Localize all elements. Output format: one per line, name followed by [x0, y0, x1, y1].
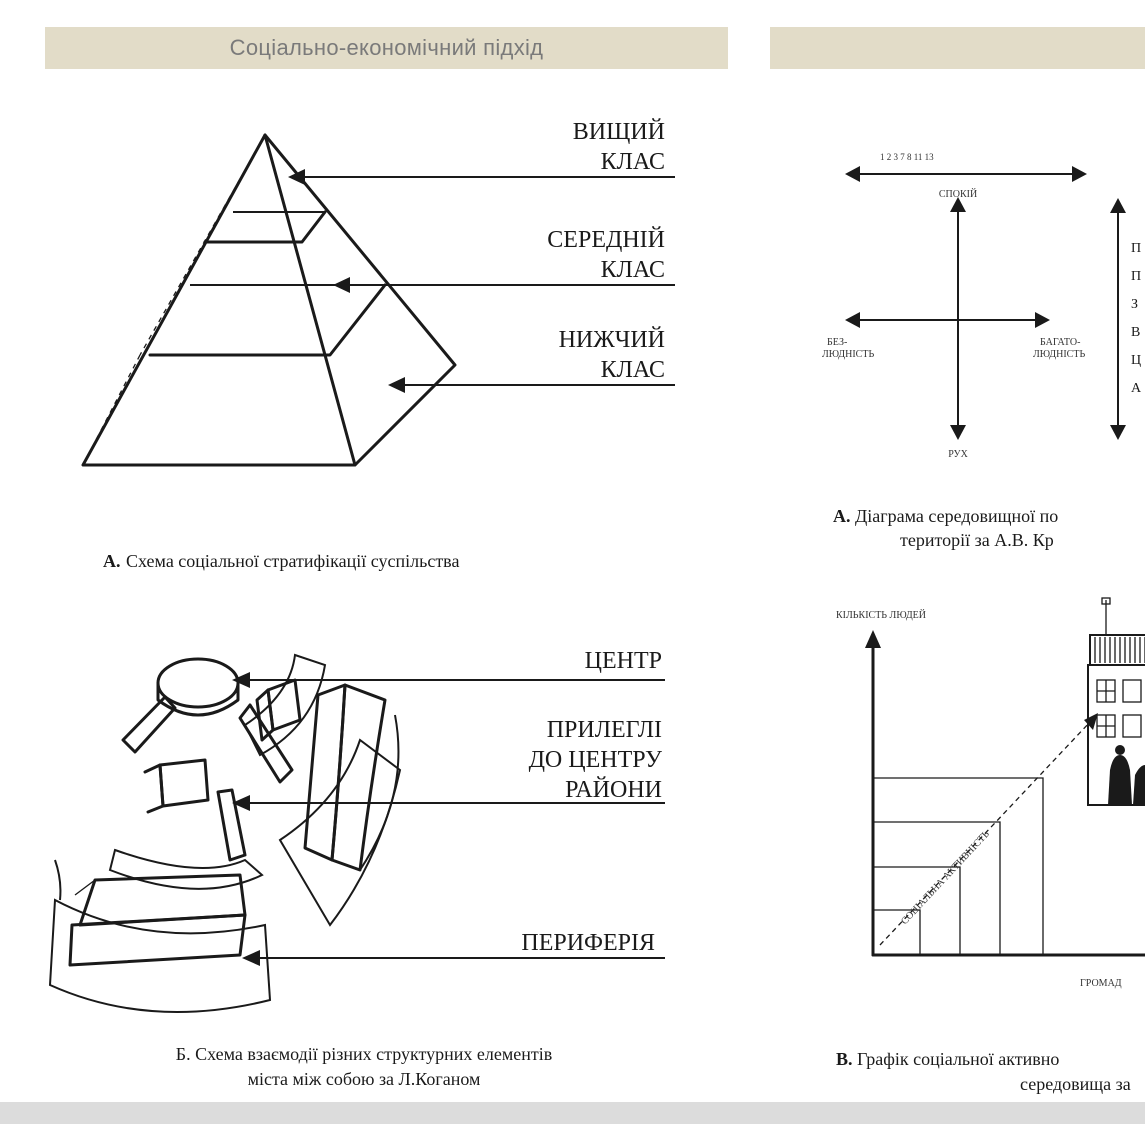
building-figure-1 [1108, 755, 1132, 805]
building-chimney-top [1101, 597, 1111, 605]
env-side-letter-2: П [1131, 269, 1141, 284]
env-caption-marker: А. [833, 506, 851, 526]
activity-step-1 [873, 909, 921, 955]
periphery-arc-edge [54, 859, 62, 901]
activity-caption-line2: середовища за [1020, 1074, 1131, 1094]
activity-diagonal-head [1084, 713, 1098, 730]
env-top-axis-right-head [1072, 166, 1087, 182]
adjacent-label-1: ПРИЛЕГЛІ [547, 717, 662, 743]
pyramid-diagram: ВИЩИЙ КЛАС СЕРЕДНІЙ КЛАС НИЖЧИЙ КЛАС А. … [81, 119, 675, 571]
upper-class-label-2: КЛАС [601, 149, 665, 175]
inner-arc-ring [243, 653, 327, 757]
env-bottom-word: РУХ [948, 449, 968, 460]
outer-arc-right-edge [359, 714, 400, 871]
activity-caption-marker: В. [836, 1049, 853, 1069]
building-figure-1-head [1115, 745, 1125, 755]
middle-class-arrowhead [333, 277, 350, 293]
env-side-letter-6: А [1131, 381, 1142, 396]
env-right-vertical-bottom-head [1110, 425, 1126, 440]
pyramid-caption-text: Схема соціальної стратифікації суспільст… [126, 551, 459, 571]
activity-y-axis-label: КІЛЬКІСТЬ ЛЮДЕЙ [836, 609, 926, 621]
env-top-axis-left-head [845, 166, 860, 182]
pyramid-hidden-edge [139, 134, 266, 356]
env-side-letter-5: Ц [1131, 353, 1141, 368]
city-center-shape [156, 657, 240, 709]
activity-diagonal-label: СОЦІАЛЬНА АКТИВНІСТЬ [899, 829, 992, 927]
center-label: ЦЕНТР [585, 648, 662, 674]
building-window-2 [1122, 679, 1142, 703]
pyramid-outline [81, 133, 457, 467]
env-top-word: СПОКІЙ [939, 188, 977, 200]
left-section-title: Соціально-економічний підхід [229, 35, 544, 60]
building-figure-2 [1133, 765, 1145, 805]
env-scale-text: 1 2 3 7 8 11 13 [880, 152, 934, 162]
building-sketch [1087, 597, 1145, 806]
lower-class-label-1: НИЖЧИЙ [559, 327, 665, 353]
city-caption-line2: міста між собою за Л.Коганом [248, 1069, 481, 1089]
social-activity-graph: КІЛЬКІСТЬ ЛЮДЕЙ СОЦІАЛЬНА АКТИВНІСТЬ [836, 597, 1145, 1094]
block-left [121, 695, 177, 754]
activity-step-4 [873, 777, 1044, 955]
periphery-label: ПЕРИФЕРІЯ [521, 930, 655, 956]
adjacent-label-3: РАЙОНИ [565, 777, 662, 803]
periphery-arrowhead [242, 950, 260, 966]
middle-class-label-2: КЛАС [601, 257, 665, 283]
activity-caption-line1: Графік соціальної активно [857, 1049, 1059, 1069]
env-right-word-2: ЛЮДНІСТЬ [1033, 349, 1085, 360]
activity-step-2 [873, 866, 961, 955]
env-vertical-top-head [950, 197, 966, 212]
env-vertical-bottom-head [950, 425, 966, 440]
periphery-arc [48, 898, 272, 1013]
env-side-letter-3: З [1131, 297, 1138, 312]
activity-x-axis-label: ГРОМАД [1080, 978, 1122, 989]
env-left-word-2: ЛЮДНІСТЬ [822, 349, 874, 360]
env-caption-line1: Діаграма середовищної по [855, 506, 1058, 526]
periphery-block-edge [74, 879, 96, 896]
building-window-4 [1122, 714, 1142, 738]
adjacent-label-2: ДО ЦЕНТРУ [529, 747, 662, 773]
pyramid-front-edge [263, 133, 357, 467]
upper-class-label-1: ВИЩИЙ [573, 119, 665, 145]
pyramid-level-2 [148, 283, 387, 357]
outer-arc-right [278, 738, 402, 927]
block-mid [158, 758, 210, 808]
activity-y-axis-head [865, 630, 881, 648]
env-side-letter-4: В [1131, 325, 1140, 340]
large-curved-block-side [303, 683, 347, 862]
city-structure-diagram: ЦЕНТР ПРИЛЕГЛІ ДО ЦЕНТРУ РАЙОНИ ПЕРИФЕРІ… [48, 648, 665, 1089]
pyramid-caption-marker: А. [103, 551, 121, 571]
pyramid-level-1 [203, 210, 327, 244]
inner-arc-lower [108, 848, 264, 890]
periphery-block-front [68, 913, 247, 967]
pyramid-hidden-base [82, 354, 141, 466]
city-caption-line1: Б. Схема взаємодії різних структурних ел… [176, 1044, 552, 1064]
block-mid-side [143, 763, 165, 814]
env-middle-right-head [1035, 312, 1050, 328]
env-middle-left-head [845, 312, 860, 328]
building-roof [1089, 634, 1145, 666]
env-caption-line2: території за А.В. Кр [900, 530, 1054, 550]
building-roof-hatching [1094, 637, 1145, 663]
env-right-word-1: БАГАТО- [1040, 337, 1080, 348]
upper-class-arrowhead [288, 169, 305, 185]
environment-diagram: 1 2 3 7 8 11 13 СПОКІЙ РУХ БЕЗ- ЛЮДНІСТЬ… [822, 152, 1142, 550]
env-side-letter-1: П [1131, 241, 1141, 256]
middle-class-label-1: СЕРЕДНІЙ [547, 227, 665, 253]
env-right-vertical-top-head [1110, 198, 1126, 213]
right-section-header [770, 27, 1145, 69]
activity-step-3 [873, 821, 1001, 955]
adjacent-arrowhead [232, 795, 250, 811]
left-section-header: Соціально-економічний підхід [45, 27, 728, 69]
env-left-word-1: БЕЗ- [827, 337, 847, 348]
block-low [216, 788, 247, 862]
center-arrowhead [232, 672, 250, 688]
block-top-side [255, 688, 275, 742]
block-diagonal [238, 703, 294, 784]
lower-class-label-2: КЛАС [601, 357, 665, 383]
footer-strip [0, 1102, 1145, 1124]
activity-diagonal [879, 721, 1091, 946]
lower-class-arrowhead [388, 377, 405, 393]
